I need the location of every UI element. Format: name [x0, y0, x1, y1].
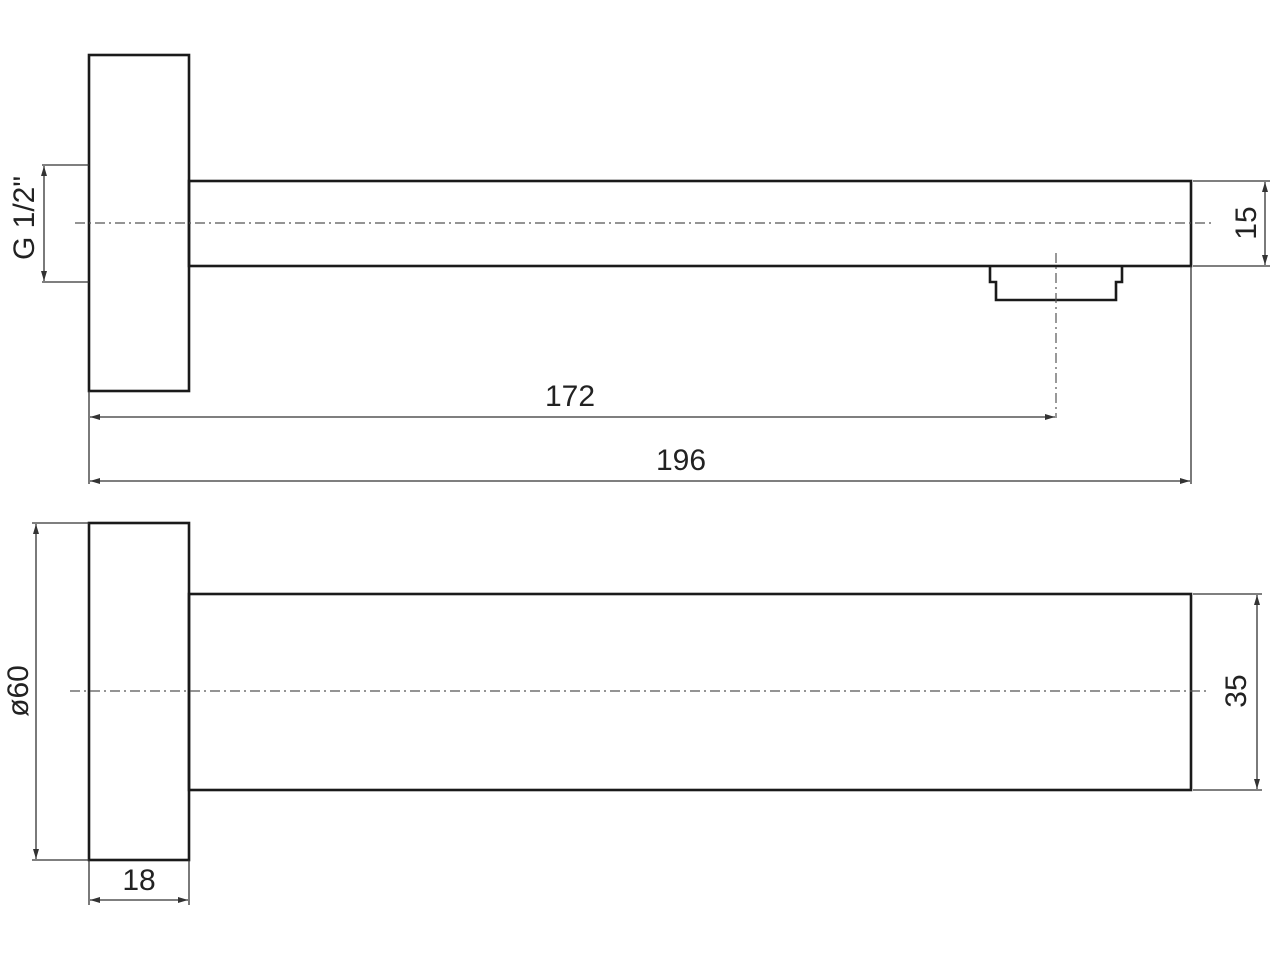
height-dimension: 15 — [1193, 180, 1270, 267]
side-view: ø60 35 18 — [2, 521, 1262, 905]
spout-pipe-side — [187, 592, 1193, 792]
height-label: 15 — [1230, 206, 1263, 239]
depth-dimension: 35 — [1193, 593, 1262, 791]
top-view: G 1/2" 15 172 196 — [8, 53, 1270, 484]
total-length-label: 196 — [656, 444, 706, 477]
nozzle-distance-dimension: 172 — [90, 380, 1055, 420]
flange-thickness-dimension: 18 — [88, 860, 190, 905]
flange-thickness-label: 18 — [122, 864, 155, 897]
thread-dimension: G 1/2" — [8, 164, 89, 283]
depth-label: 35 — [1220, 674, 1253, 707]
flange-diameter-label: ø60 — [2, 665, 35, 717]
total-length-dimension: 196 — [90, 444, 1190, 484]
flange-diameter-dimension: ø60 — [2, 522, 89, 861]
nozzle-distance-label: 172 — [545, 380, 595, 413]
thread-label: G 1/2" — [8, 176, 41, 260]
